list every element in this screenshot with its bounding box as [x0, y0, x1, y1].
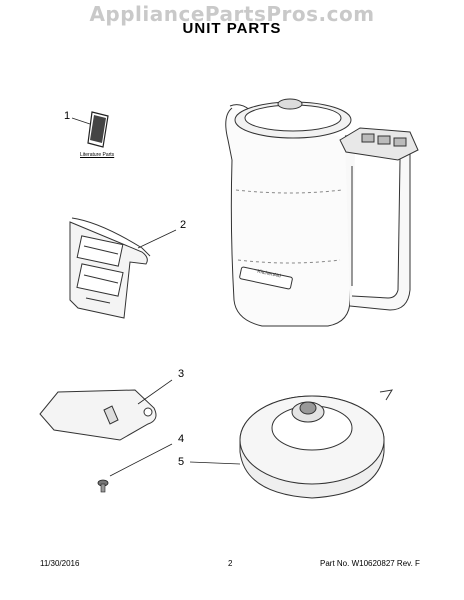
callout-1: 1 — [64, 110, 71, 122]
filter-drawing — [69, 217, 177, 319]
kettle-drawing — [225, 98, 419, 327]
literature-parts-label: Literature Parts — [80, 152, 115, 158]
callout-3: 3 — [178, 368, 185, 380]
screw-drawing — [97, 443, 173, 493]
watermark: AppliancePartsPros.com — [89, 2, 375, 26]
callout-2: 2 — [180, 219, 187, 231]
base-drawing — [189, 389, 393, 499]
footer-part-number: Part No. W10620827 Rev. F — [320, 559, 420, 568]
leader-5 — [189, 461, 241, 465]
callout-5: 5 — [178, 456, 185, 468]
leader-3 — [137, 379, 173, 405]
leader-2 — [137, 229, 177, 249]
page-title: UNIT PARTS — [182, 20, 282, 37]
cover-plate-drawing — [39, 379, 173, 441]
leader-1 — [71, 117, 91, 125]
footer-date: 11/30/2016 — [40, 559, 80, 568]
kettle-badge — [239, 266, 293, 290]
callout-4: 4 — [178, 433, 185, 445]
footer-page-number: 2 — [228, 559, 233, 568]
leader-4 — [109, 443, 173, 477]
literature-parts-drawing — [71, 111, 109, 148]
